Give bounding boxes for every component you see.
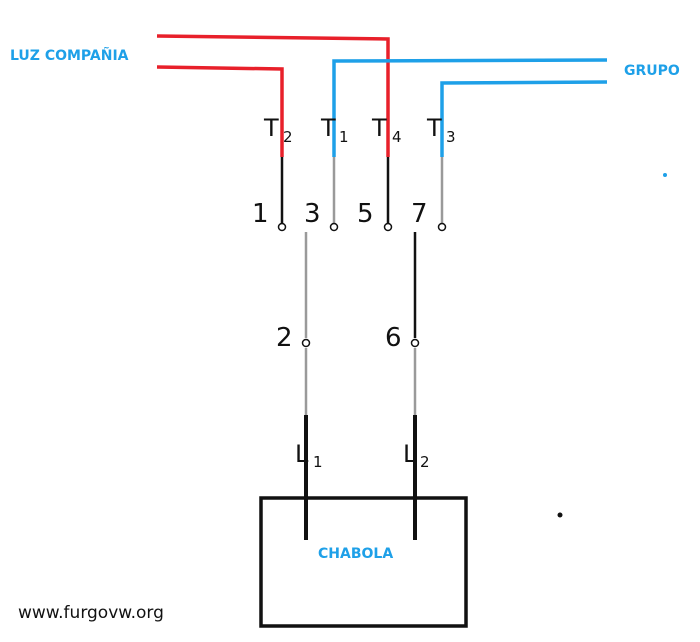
contact-number-1: 1	[252, 199, 269, 229]
contact-5	[383, 222, 393, 232]
output-l2-main: L	[403, 440, 417, 468]
label-chabola: CHABOLA	[318, 546, 393, 562]
contact-number-5: 5	[357, 199, 374, 229]
company-wire-b	[156, 65, 284, 157]
terminal-t3-main: T	[426, 114, 442, 142]
contact-number-6: 6	[385, 323, 402, 353]
generator-wires	[332, 58, 608, 157]
output-l2-sub: 2	[420, 453, 430, 471]
contact-leads	[280, 157, 444, 223]
contact-7	[437, 222, 447, 232]
company-wire-a	[156, 34, 390, 157]
terminal-t2-sub: 2	[283, 128, 293, 146]
bottom-contact-numbers: 2 6	[276, 323, 402, 353]
terminal-t1-sub: 1	[339, 128, 349, 146]
label-grupo: GRUPO	[624, 63, 680, 79]
terminal-t1-main: T	[320, 114, 336, 142]
switch-blades	[304, 232, 417, 338]
contact-2	[301, 338, 311, 348]
output-labels: L 1 L 2	[295, 440, 430, 471]
contact-1	[277, 222, 287, 232]
company-wires	[156, 34, 390, 157]
contact-number-7: 7	[411, 199, 428, 229]
terminal-labels: T 2 T 1 T 4 T 3	[263, 114, 456, 146]
output-l1-main: L	[295, 440, 309, 468]
terminal-t2-main: T	[263, 114, 279, 142]
terminal-t4-sub: 4	[392, 128, 402, 146]
contact-3	[329, 222, 339, 232]
generator-wire-b	[440, 80, 608, 157]
generator-wire-a	[332, 58, 608, 157]
stray-dot-black	[557, 512, 563, 518]
watermark: www.furgovw.org	[18, 603, 164, 623]
output-l1-sub: 1	[313, 453, 323, 471]
terminal-t3-sub: 3	[446, 128, 456, 146]
output-feeds	[304, 415, 417, 540]
chabola-box	[259, 496, 468, 628]
stray-dot-blue	[663, 173, 667, 177]
top-contact-numbers: 1 3 5 7	[252, 199, 428, 229]
bottom-contacts	[301, 338, 420, 348]
output-leads	[304, 348, 417, 415]
label-luz-compania: LUZ COMPAÑIA	[10, 47, 129, 64]
contact-number-3: 3	[304, 199, 321, 229]
terminal-t4-main: T	[371, 114, 387, 142]
contact-number-2: 2	[276, 323, 293, 353]
top-contacts	[277, 222, 447, 232]
contact-6	[410, 338, 420, 348]
